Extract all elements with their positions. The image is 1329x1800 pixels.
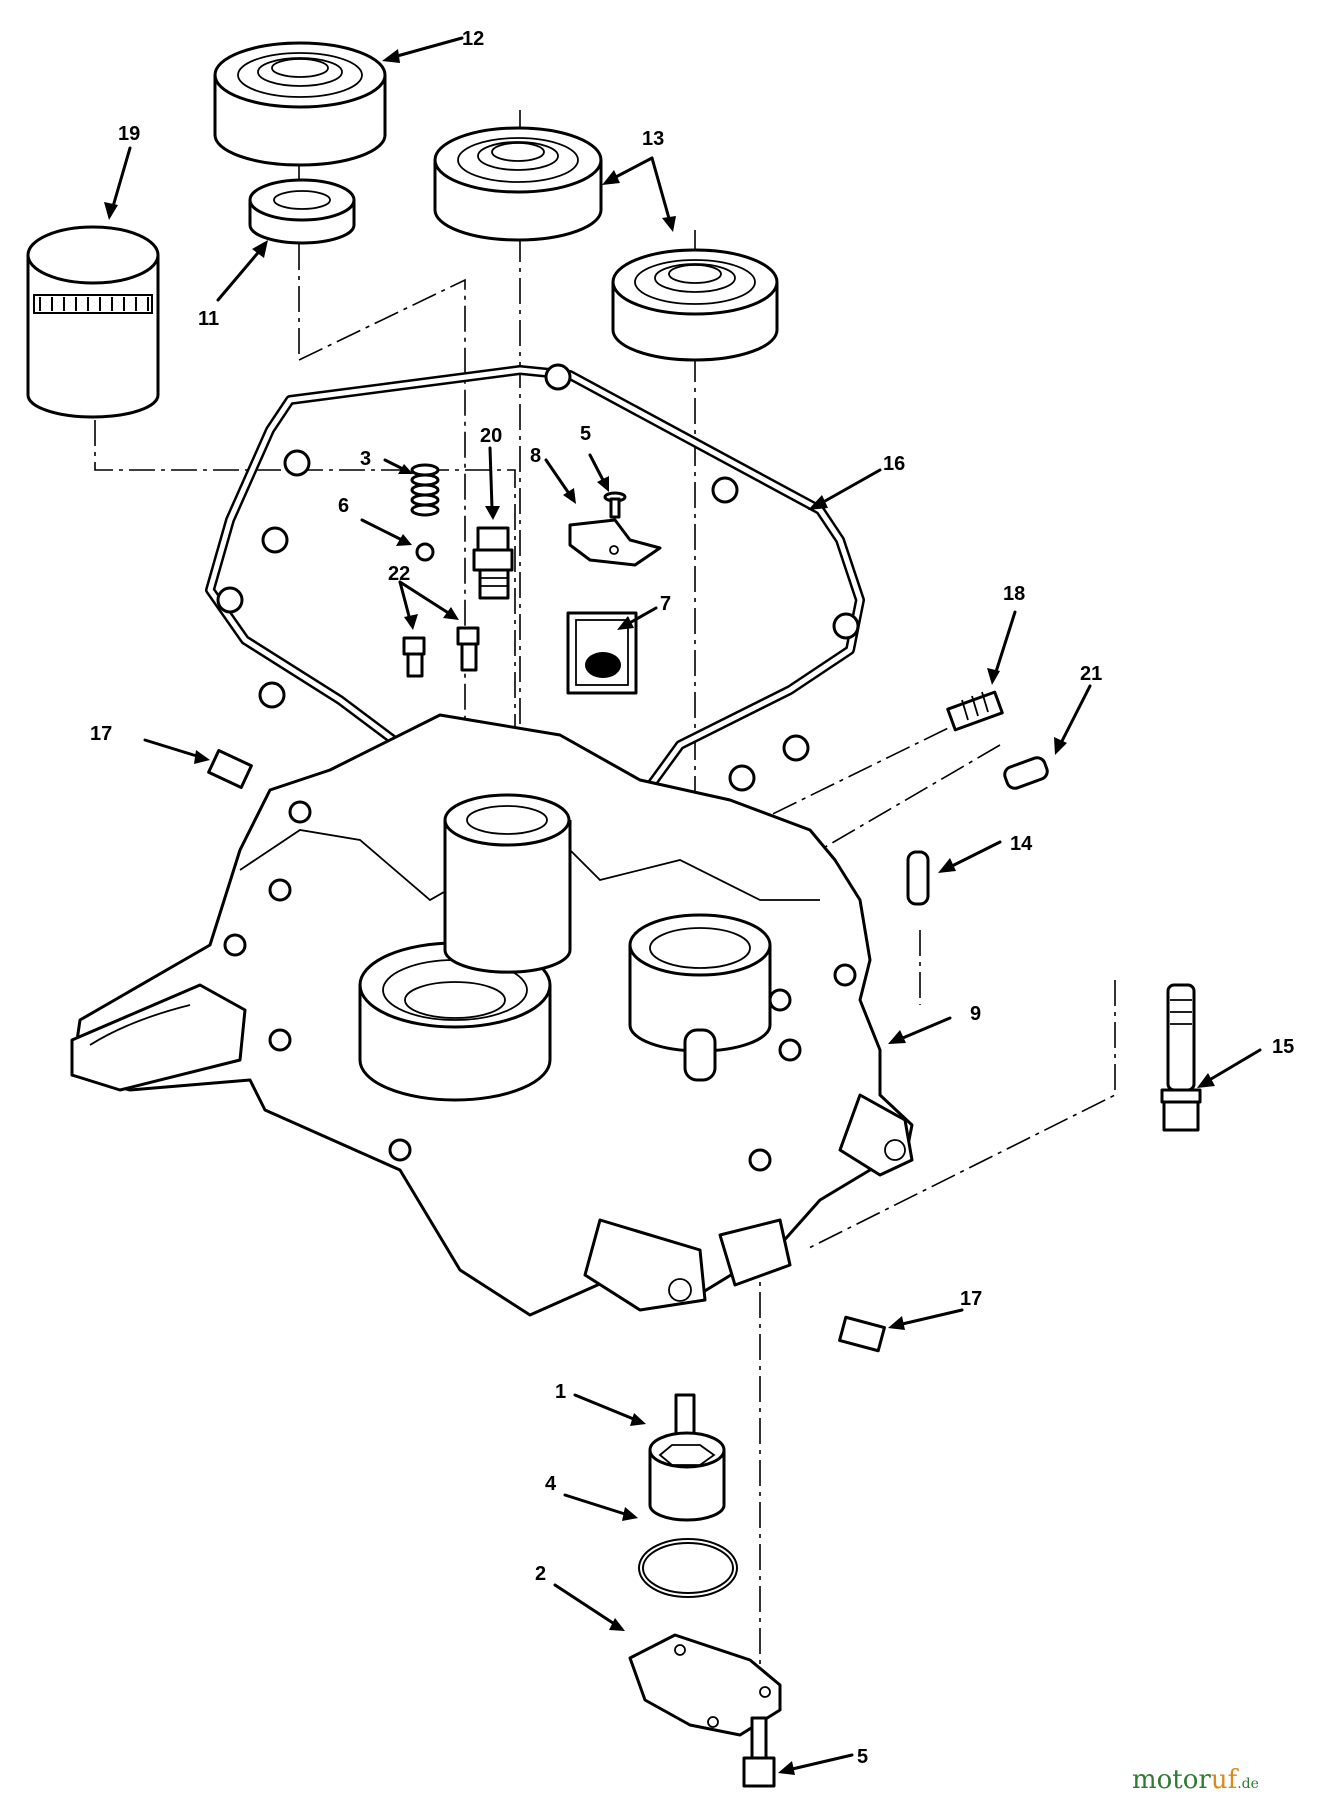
oil-filter-19 [26, 225, 160, 419]
ball-6 [415, 542, 435, 562]
label-11: 11 [198, 308, 219, 330]
part-labels: 12 19 11 13 16 3 6 20 8 5 7 22 18 21 14 … [90, 28, 1294, 1768]
label-9: 9 [970, 1003, 981, 1025]
spring-3 [410, 463, 440, 517]
watermark-brand: motoruf.de [1132, 1765, 1259, 1795]
watermark-logo: motoruf.de [1132, 1765, 1259, 1795]
bolt-22b [456, 626, 480, 672]
label-19: 19 [118, 123, 140, 145]
sump-cover-9 [70, 713, 914, 1317]
pin-14 [906, 850, 930, 906]
label-15: 15 [1272, 1036, 1294, 1058]
label-21: 21 [1080, 663, 1102, 685]
bearing-13b [611, 248, 779, 362]
label-12: 12 [462, 28, 484, 50]
label-22: 22 [388, 563, 410, 585]
screw-5-bottom [742, 1716, 776, 1788]
label-17-right: 17 [960, 1288, 982, 1310]
pump-rotor-1 [648, 1393, 726, 1522]
label-18: 18 [1003, 583, 1025, 605]
label-20: 20 [480, 425, 502, 447]
label-8: 8 [530, 445, 541, 467]
label-4: 4 [545, 1473, 557, 1495]
o-ring-4 [638, 1538, 738, 1598]
seal-11 [248, 178, 356, 245]
plug-18 [946, 690, 1004, 732]
label-16: 16 [883, 453, 905, 475]
label-14: 14 [1010, 833, 1033, 855]
plate-8 [568, 518, 662, 567]
label-5-bottom: 5 [857, 1746, 868, 1768]
pin-21 [1003, 756, 1049, 790]
label-3: 3 [360, 448, 371, 470]
label-17-left: 17 [90, 723, 112, 745]
bearing-13a [433, 126, 603, 242]
plug-17-right [838, 1315, 886, 1353]
label-2: 2 [535, 1563, 546, 1585]
bolt-15 [1160, 983, 1202, 1132]
leader-arrows [104, 36, 1262, 1775]
bearing-12 [213, 41, 387, 167]
plug-17-left [207, 749, 253, 789]
bolt-22a [402, 636, 426, 678]
screw-5-top [603, 491, 627, 519]
label-1: 1 [555, 1381, 566, 1403]
pump-cover-2 [628, 1633, 782, 1737]
label-13: 13 [642, 128, 664, 150]
label-6: 6 [338, 495, 349, 517]
label-5-top: 5 [580, 423, 591, 445]
fitting-20 [472, 526, 514, 600]
label-7: 7 [660, 593, 671, 615]
